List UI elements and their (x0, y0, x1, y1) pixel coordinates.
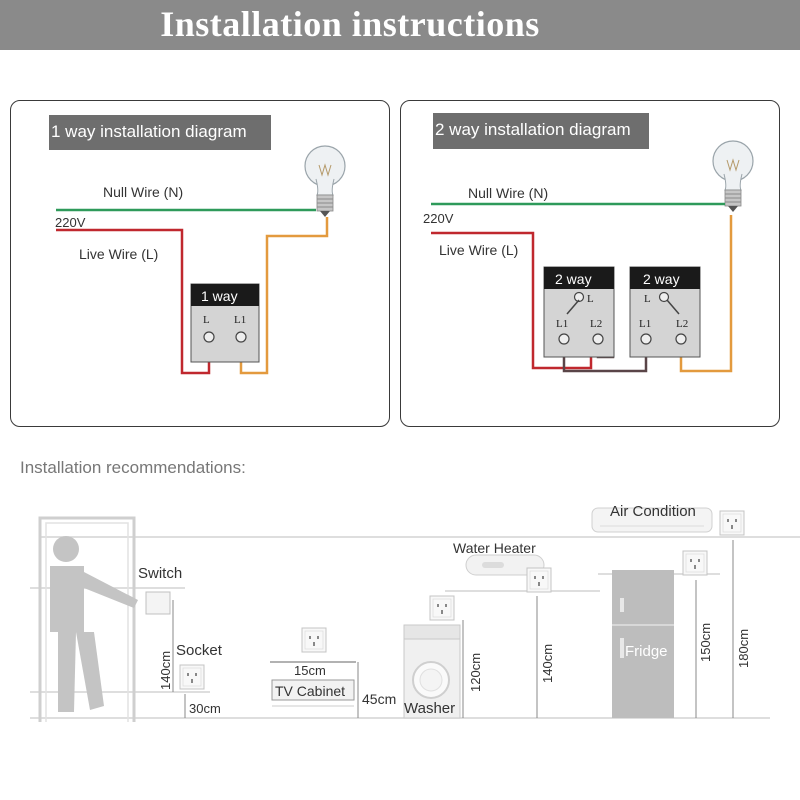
terminal-l1-label: L1 (639, 318, 651, 330)
terminal-l1 (640, 333, 652, 345)
terminal-l (203, 331, 215, 343)
terminal-l2-label: L2 (676, 318, 688, 330)
recommendations-title: Installation recommendations: (20, 458, 246, 477)
socket-height-label: 30cm (189, 701, 221, 716)
ac-socket-icon (719, 510, 745, 536)
recommendations-illustration: Switch 140cm Socket 30cm 15cm TV Cabinet… (30, 503, 800, 722)
switch-a-label: 2 way (555, 271, 592, 287)
terminal-l-label: L (203, 314, 210, 326)
terminal-l-label: L (587, 293, 594, 305)
washer-label: Washer (404, 700, 455, 717)
switch-lever (666, 299, 680, 315)
two-way-panel: 2 way installation diagram Null Wire (N)… (400, 100, 780, 427)
two-way-switch-a: 2 way L L1 L2 (543, 266, 615, 358)
tv-cabinet-label: TV Cabinet (275, 683, 345, 699)
voltage-label: 220V (423, 211, 454, 226)
switch-height-label: 140cm (158, 651, 173, 690)
door-frame (38, 516, 136, 722)
load-wire (239, 217, 329, 375)
fridge-label: Fridge (625, 643, 668, 660)
ac-height-label: 180cm (736, 629, 751, 668)
terminal-l2 (675, 333, 687, 345)
low-socket-icon (179, 664, 205, 690)
terminal-l1-label: L1 (234, 314, 246, 326)
tv-cabinet (271, 679, 355, 701)
fridge-icon (612, 570, 674, 718)
bulb-icon (712, 140, 754, 212)
switch-b-label: 2 way (643, 271, 680, 287)
one-way-title-bg (49, 115, 271, 150)
tv-socket-icon (301, 627, 327, 653)
washer-icon (403, 624, 461, 719)
voltage-label: 220V (55, 215, 86, 230)
switch-label: Switch (138, 565, 182, 582)
header-banner: Installation instructions (0, 0, 800, 50)
live-wire-label: Live Wire (L) (439, 242, 518, 258)
person-icon (50, 536, 138, 712)
tv-offset-label: 15cm (294, 663, 326, 678)
terminal-l2-label: L2 (590, 318, 602, 330)
fridge-socket-icon (682, 550, 708, 576)
one-way-panel: 1 way installation diagram Null Wire (N)… (10, 100, 390, 427)
one-way-switch: 1 way L L1 (190, 283, 260, 363)
air-condition-icon (591, 507, 713, 533)
terminal-l1 (558, 333, 570, 345)
terminal-l1 (235, 331, 247, 343)
terminal-l-label: L (644, 293, 651, 305)
water-heater-icon (465, 554, 545, 576)
washer-height-label: 120cm (468, 653, 483, 692)
two-way-switch-b: 2 way L L1 L2 (629, 266, 701, 358)
heater-height-label: 140cm (540, 644, 555, 683)
two-way-title: 2 way installation diagram (435, 120, 631, 139)
two-way-title-bg (433, 113, 649, 149)
terminal-l2 (592, 333, 604, 345)
live-wire-label: Live Wire (L) (79, 246, 158, 262)
socket-label: Socket (176, 642, 223, 659)
null-wire-label: Null Wire (N) (468, 185, 548, 201)
wall-switch (145, 591, 171, 615)
terminal-l (573, 291, 585, 303)
switch-label: 1 way (201, 288, 238, 304)
one-way-diagram: 1 way installation diagram Null Wire (N)… (49, 115, 346, 375)
heater-socket-icon (526, 567, 552, 593)
bulb-icon (304, 145, 346, 217)
one-way-title: 1 way installation diagram (51, 122, 247, 141)
washer-socket-icon (429, 595, 455, 621)
terminal-l1-label: L1 (556, 318, 568, 330)
page-title: Installation instructions (160, 4, 540, 44)
switch-lever (566, 299, 580, 315)
water-heater-label: Water Heater (453, 540, 536, 556)
tv-height-label: 45cm (362, 691, 396, 707)
fridge-height-label: 150cm (698, 623, 713, 662)
two-way-diagram: 2 way installation diagram Null Wire (N)… (423, 113, 754, 373)
air-condition-label: Air Condition (610, 503, 696, 520)
null-wire-label: Null Wire (N) (103, 184, 183, 200)
terminal-l (658, 291, 670, 303)
